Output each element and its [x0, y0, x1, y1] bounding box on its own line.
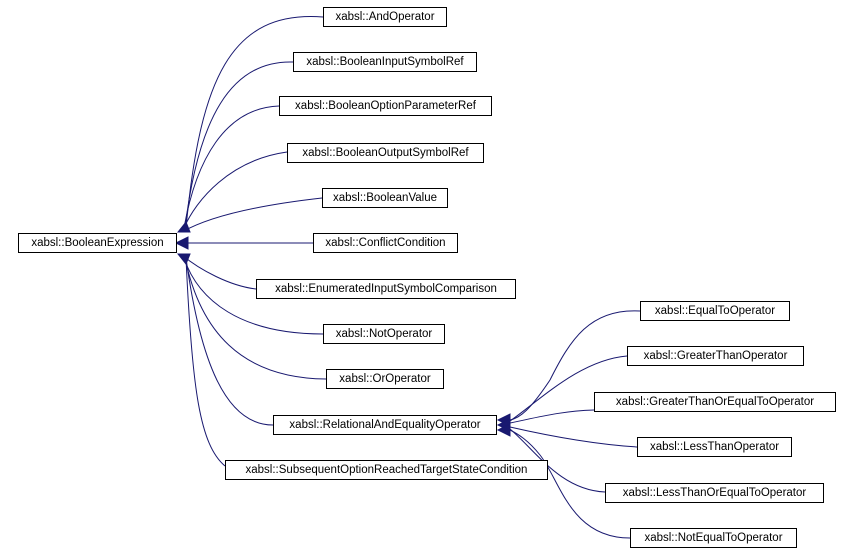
node-or-operator[interactable]: xabsl::OrOperator: [326, 369, 444, 389]
edge-equal-to-operator: [509, 310, 641, 421]
edge-not-operator: [183, 257, 324, 335]
node-not-equal-to-operator[interactable]: xabsl::NotEqualToOperator: [630, 528, 797, 548]
edge-relational-and-equality-operator: [185, 257, 274, 426]
arrowhead-root-top: [176, 221, 191, 233]
arrowhead-relational-lower: [496, 423, 511, 437]
arrowhead-root-bottom: [176, 253, 191, 265]
edge-greater-than-operator: [509, 355, 628, 422]
node-relational-and-equality-operator[interactable]: xabsl::RelationalAndEqualityOperator: [273, 415, 497, 435]
node-less-than-operator[interactable]: xabsl::LessThanOperator: [637, 437, 792, 457]
edge-boolean-value: [181, 197, 323, 233]
node-boolean-value[interactable]: xabsl::BooleanValue: [322, 188, 448, 208]
edge-and-operator: [185, 16, 324, 229]
edge-less-than-or-equal-to-operator: [509, 428, 606, 493]
edge-or-operator: [184, 257, 327, 380]
edge-less-than-operator: [509, 426, 638, 448]
edge-greater-than-or-equal-to-operator: [509, 409, 595, 424]
edge-boolean-input-symbol-ref: [184, 61, 294, 229]
node-boolean-option-parameter-ref[interactable]: xabsl::BooleanOptionParameterRef: [279, 96, 492, 116]
node-boolean-output-symbol-ref[interactable]: xabsl::BooleanOutputSymbolRef: [287, 143, 484, 163]
node-boolean-expression[interactable]: xabsl::BooleanExpression: [18, 233, 177, 253]
node-enumerated-input-symbol-comparison[interactable]: xabsl::EnumeratedInputSymbolComparison: [256, 279, 516, 299]
node-conflict-condition[interactable]: xabsl::ConflictCondition: [313, 233, 458, 253]
node-greater-than-operator[interactable]: xabsl::GreaterThanOperator: [627, 346, 804, 366]
node-not-operator[interactable]: xabsl::NotOperator: [323, 324, 445, 344]
node-and-operator[interactable]: xabsl::AndOperator: [323, 7, 447, 27]
edge-subsequent-option-reached-target-state-condition: [185, 257, 226, 467]
node-equal-to-operator[interactable]: xabsl::EqualToOperator: [640, 301, 790, 321]
node-greater-than-or-equal-to-operator[interactable]: xabsl::GreaterThanOrEqualToOperator: [594, 392, 836, 412]
node-boolean-input-symbol-ref[interactable]: xabsl::BooleanInputSymbolRef: [293, 52, 477, 72]
edge-enumerated-input-symbol-comparison: [181, 254, 257, 290]
edge-boolean-option-parameter-ref: [183, 105, 280, 229]
arrowhead-root-middle: [174, 236, 189, 250]
node-less-than-or-equal-to-operator[interactable]: xabsl::LessThanOrEqualToOperator: [605, 483, 824, 503]
node-subsequent-option-reached-target-state-condition[interactable]: xabsl::SubsequentOptionReachedTargetStat…: [225, 460, 548, 480]
edge-boolean-output-symbol-ref: [183, 151, 288, 229]
